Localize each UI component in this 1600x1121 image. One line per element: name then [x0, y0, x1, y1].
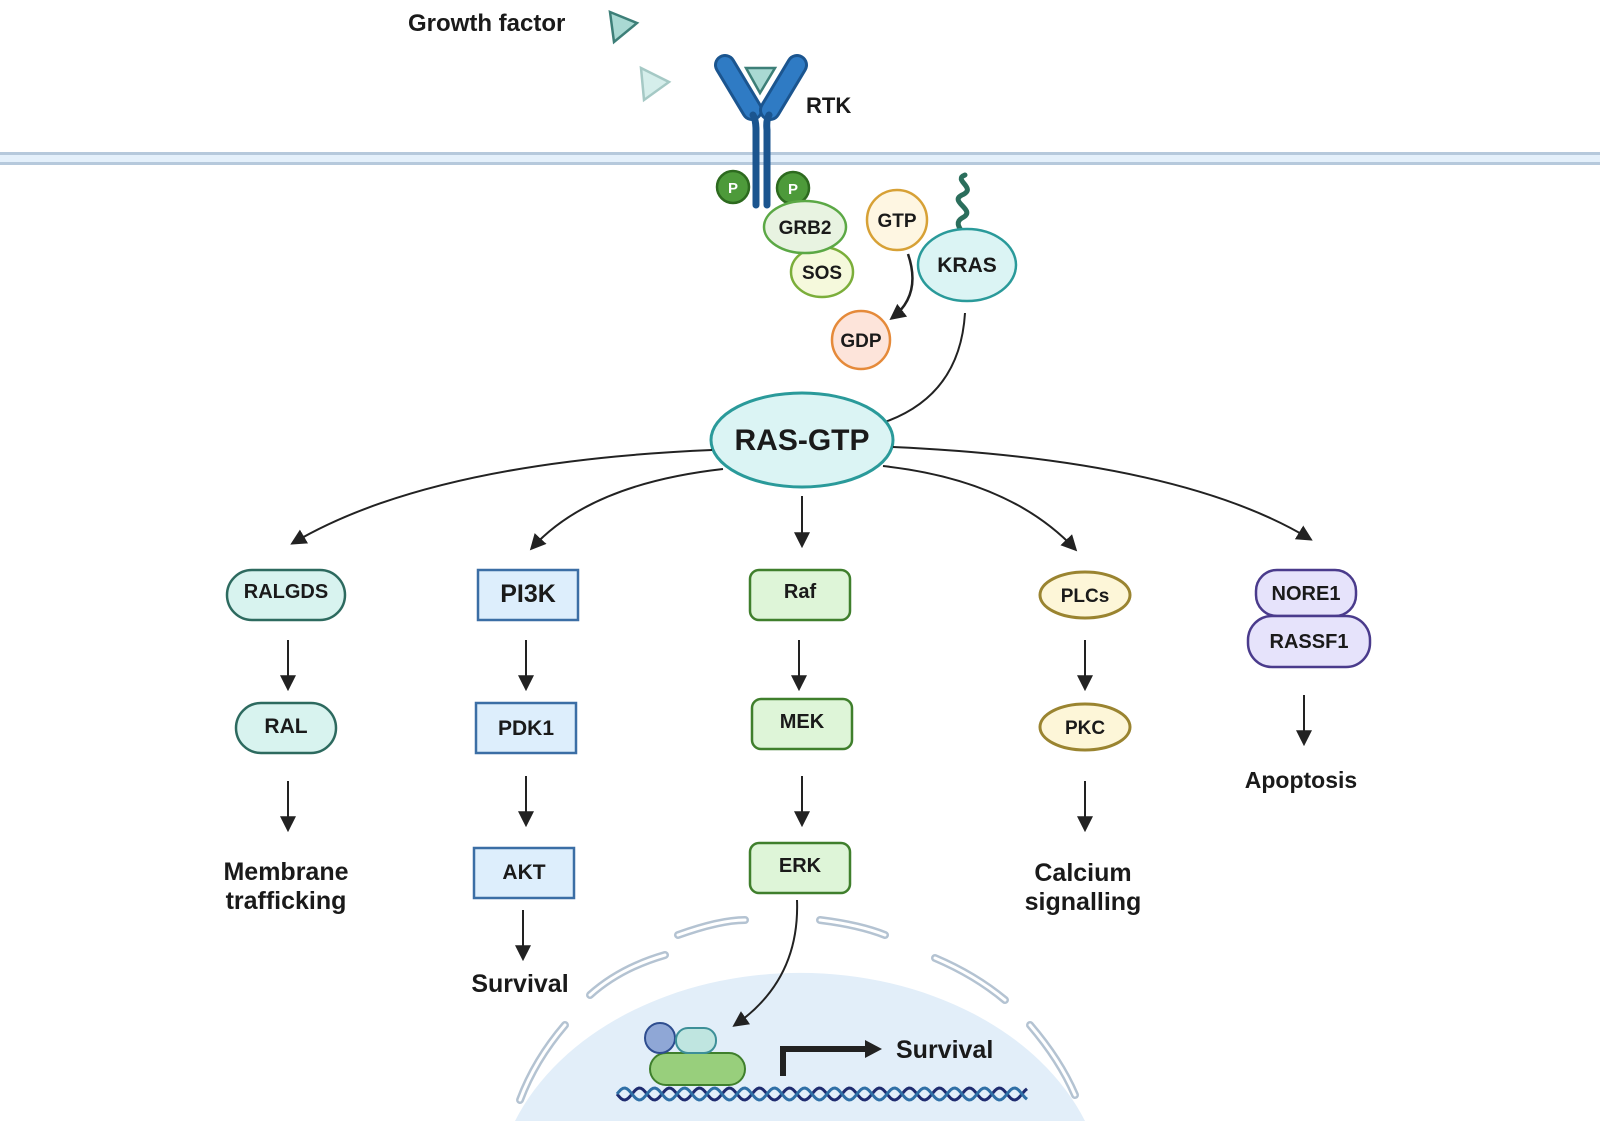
akt-node — [472, 846, 576, 900]
transcription-factor — [649, 1052, 746, 1086]
rtk-receptor — [714, 54, 808, 209]
dna-helix — [615, 1086, 1028, 1102]
outcome-survival-akt: Survival — [471, 970, 568, 998]
outcome-membrane-trafficking-line2: trafficking — [226, 887, 347, 915]
phosphate-label: P — [728, 180, 738, 197]
lipid-anchor-icon — [955, 172, 970, 241]
gdp-node: GDP — [830, 309, 892, 371]
pathway-nore1: NORE1 RASSF1 Apoptosis — [1245, 568, 1372, 793]
cell-membrane — [0, 152, 1600, 165]
svg-text:RAL: RAL — [264, 715, 307, 738]
cofactor-blue — [644, 1022, 676, 1054]
svg-text:MEK: MEK — [780, 711, 825, 733]
growth-factor-label: Growth factor — [408, 10, 565, 37]
svg-text:GRB2: GRB2 — [779, 218, 832, 239]
arrow-rasgtp-to-pi3k — [529, 468, 724, 551]
ralgds-node — [225, 568, 347, 622]
svg-text:AKT: AKT — [502, 861, 545, 884]
phosphate-left: P — [715, 169, 751, 205]
svg-text:PLCs: PLCs — [1061, 586, 1110, 607]
pathway-ralgds: RALGDS RAL Membrane trafficking — [223, 568, 349, 915]
arrow-erk-to-nucleus — [732, 899, 799, 1027]
svg-text:GDP: GDP — [840, 331, 882, 352]
sos-node: SOS — [789, 245, 855, 299]
pathway-pi3k: PI3K PDK1 AKT Survival — [471, 568, 580, 998]
grb2-node: GRB2 — [762, 199, 848, 255]
outcome-calcium-signalling-line1: Calcium — [1034, 859, 1131, 887]
arrow-rasgtp-to-nore1 — [892, 446, 1313, 541]
transcription-arrow-head — [865, 1040, 882, 1058]
cofactor-teal — [675, 1027, 717, 1054]
pathway-raf: Raf MEK ERK — [732, 568, 854, 1027]
gtp-node: GTP — [865, 188, 929, 252]
rassf1-node — [1246, 614, 1372, 669]
svg-text:ERK: ERK — [779, 855, 822, 877]
rtk-label: RTK — [806, 93, 851, 118]
svg-text:NORE1: NORE1 — [1272, 583, 1341, 605]
svg-text:RALGDS: RALGDS — [244, 581, 328, 603]
gtp-to-gdp-arrow — [889, 253, 914, 320]
svg-text:RASSF1: RASSF1 — [1270, 631, 1349, 653]
pkc-node — [1038, 702, 1132, 752]
svg-text:PKC: PKC — [1065, 718, 1105, 739]
arrow-rasgtp-to-ralgds — [290, 449, 713, 545]
phosphate-right: P — [775, 170, 811, 206]
ral-node — [234, 701, 338, 755]
svg-text:GTP: GTP — [877, 211, 916, 232]
outcome-apoptosis: Apoptosis — [1245, 767, 1357, 793]
phosphate-label: P — [788, 181, 798, 198]
raf-node — [748, 568, 852, 622]
transcription-start-arrow — [780, 1046, 865, 1076]
erk-node — [748, 841, 852, 895]
pdk1-node — [474, 701, 578, 755]
svg-text:SOS: SOS — [802, 263, 842, 284]
outcome-survival-nucleus: Survival — [896, 1036, 993, 1064]
outcome-calcium-signalling-line2: signalling — [1025, 888, 1142, 916]
growth-factor-ligand — [608, 10, 778, 103]
ras-gtp-node: RAS-GTP — [709, 391, 895, 489]
pi3k-node — [476, 568, 580, 622]
transcription-complex — [644, 1022, 746, 1086]
mek-node — [750, 697, 854, 751]
pathway-plcs: PLCs PKC Calcium signalling — [1025, 570, 1142, 916]
arrow-rasgtp-to-plcs — [882, 465, 1078, 552]
svg-text:KRAS: KRAS — [937, 254, 997, 277]
kras-node: KRAS — [916, 227, 1018, 303]
svg-text:PDK1: PDK1 — [498, 717, 554, 740]
plcs-node — [1038, 570, 1132, 620]
kras-to-rasgtp-line — [884, 312, 966, 423]
svg-text:PI3K: PI3K — [500, 580, 556, 608]
svg-text:RAS-GTP: RAS-GTP — [735, 424, 870, 457]
outcome-membrane-trafficking-line1: Membrane — [223, 858, 348, 886]
svg-text:Raf: Raf — [784, 581, 817, 603]
